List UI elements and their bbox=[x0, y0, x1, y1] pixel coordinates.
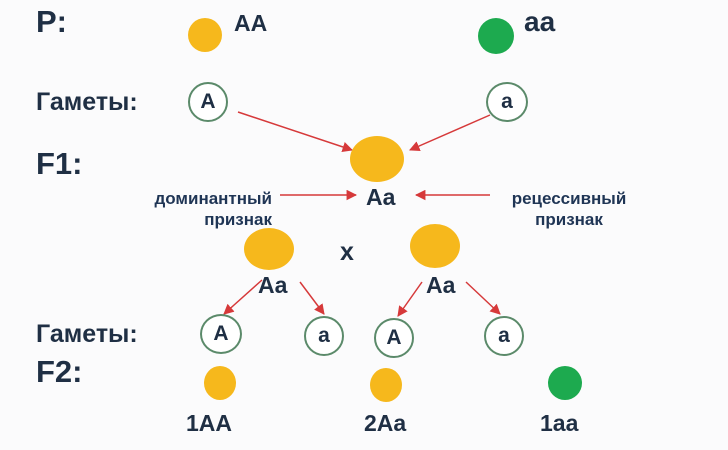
recessive-trait-note: рецессивный признак bbox=[511, 189, 627, 230]
f2-homozygous-recessive-dot bbox=[548, 366, 582, 400]
f1-cross-right-genotype: Aa bbox=[426, 272, 456, 298]
f1-dominant-dot bbox=[350, 136, 404, 182]
f2-ratio-2Aa: 2Aa bbox=[364, 410, 407, 436]
parent-left-dominant-dot bbox=[188, 18, 222, 52]
label-gametes-p: Гаметы: bbox=[36, 88, 138, 116]
label-f1: F1: bbox=[36, 146, 83, 181]
f2-ratio-1AA: 1AA bbox=[186, 410, 233, 436]
arrow-f1right-to-A bbox=[397, 281, 423, 317]
arrow-gamete-a-to-f1 bbox=[409, 114, 491, 152]
dominant-trait-note: доминантный признак bbox=[154, 189, 272, 230]
arrow-f1left-to-A bbox=[223, 279, 263, 315]
f1-cross-left-dot bbox=[244, 228, 294, 270]
cross-sign: x bbox=[340, 238, 354, 266]
gamete-f1-right-a: a bbox=[484, 316, 524, 356]
gamete-p-A: A bbox=[188, 82, 228, 122]
gamete-f1-left-a: a bbox=[304, 316, 344, 356]
f2-ratio-1aa: 1aa bbox=[540, 410, 579, 436]
f1-cross-left-genotype: Aa bbox=[258, 272, 288, 298]
gamete-p-a: a bbox=[486, 82, 528, 122]
f1-genotype: Aa bbox=[366, 184, 396, 210]
parent-left-genotype: AA bbox=[234, 10, 268, 36]
gamete-f1-right-A: A bbox=[374, 318, 414, 358]
parent-right-genotype: aa bbox=[524, 6, 556, 37]
f2-heterozygous-dot bbox=[370, 368, 402, 402]
label-p: P: bbox=[36, 4, 67, 39]
arrow-gamete-A-to-f1 bbox=[237, 111, 353, 152]
arrow-f1left-to-a bbox=[299, 281, 325, 315]
label-gametes-f1: Гаметы: bbox=[36, 320, 138, 348]
parent-right-recessive-dot bbox=[478, 18, 514, 54]
label-f2: F2: bbox=[36, 354, 83, 389]
f2-homozygous-dominant-dot bbox=[204, 366, 236, 400]
arrow-f1right-to-a bbox=[465, 281, 501, 315]
gamete-f1-left-A: A bbox=[200, 314, 242, 354]
f1-cross-right-dot bbox=[410, 224, 460, 268]
